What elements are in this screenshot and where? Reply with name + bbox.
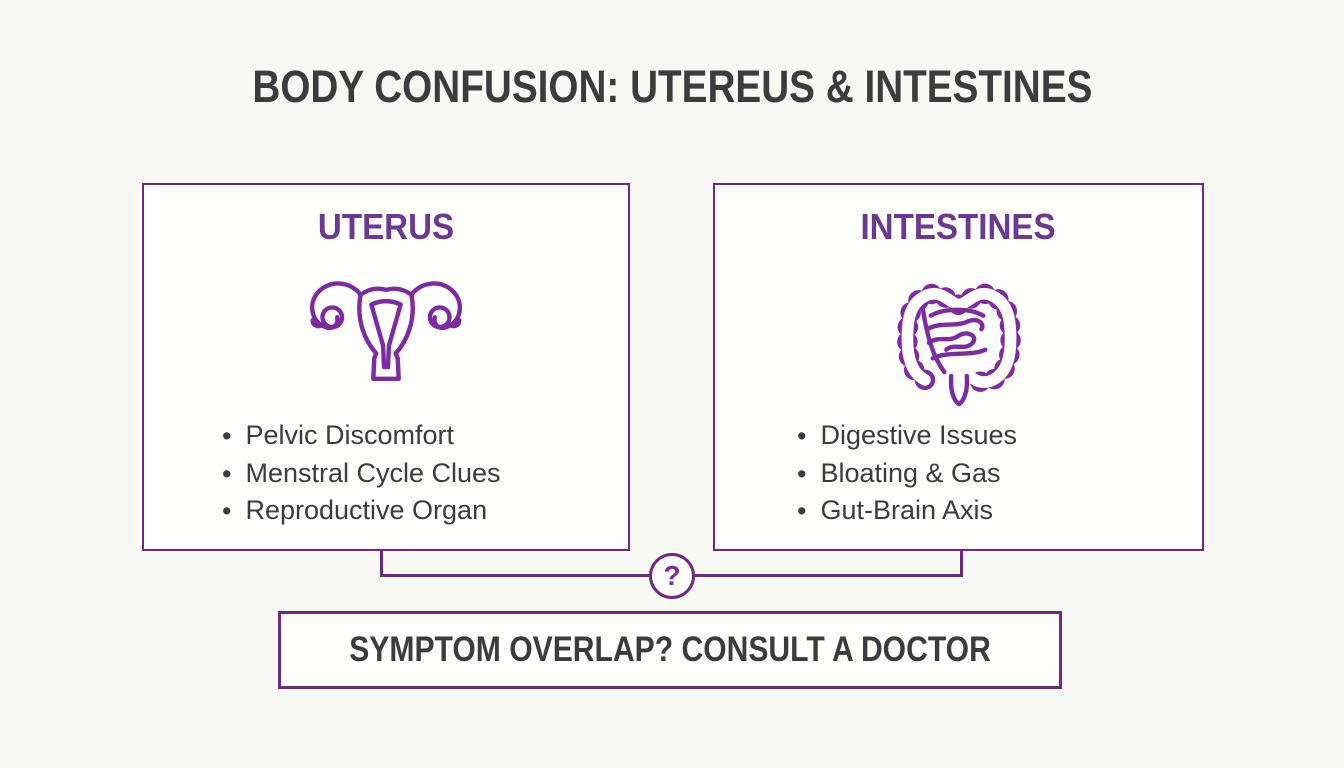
question-mark-badge: ?: [649, 553, 695, 599]
intestines-icon: [896, 283, 1021, 407]
uterus-icon: [309, 281, 463, 382]
uterus-icon-wrap: [144, 265, 628, 391]
intestines-heading-text: INTESTINES: [860, 206, 1057, 247]
list-item: Menstral Cycle Clues: [222, 455, 500, 493]
list-item: Bloating & Gas: [797, 455, 1017, 493]
intestines-icon-wrap: [715, 265, 1202, 411]
list-item: Pelvic Discomfort: [222, 417, 501, 455]
list-item: Reproductive Organ: [222, 492, 501, 530]
uterus-bullet-list: Pelvic Discomfort Menstral Cycle Clues R…: [222, 417, 501, 530]
uterus-card-heading: UTERUS: [144, 209, 628, 245]
intestines-card-heading: INTESTINES: [715, 209, 1202, 245]
list-item: Gut-Brain Axis: [797, 492, 1017, 530]
intestines-card: INTESTINES Digestive Issues Bloating & G…: [713, 183, 1204, 551]
page-title-text: BODY CONFUSION: UTEREUS & INTESTINES: [251, 61, 1093, 112]
page-title: BODY CONFUSION: UTEREUS & INTESTINES: [0, 64, 1344, 109]
connector-left-drop: [380, 551, 383, 576]
intestines-bullet-list: Digestive Issues Bloating & Gas Gut-Brai…: [797, 417, 1017, 530]
uterus-heading-text: UTERUS: [317, 206, 455, 247]
uterus-card: UTERUS Pelvic Discomfort Menstral Cycle …: [142, 183, 630, 551]
footer-callout-box: SYMPTOM OVERLAP? CONSULT A DOCTOR: [278, 611, 1062, 689]
footer-label: SYMPTOM OVERLAP? CONSULT A DOCTOR: [349, 630, 991, 669]
connector-right-drop: [960, 551, 963, 576]
list-item: Digestive Issues: [797, 417, 1017, 455]
question-mark-text: ?: [663, 560, 681, 591]
